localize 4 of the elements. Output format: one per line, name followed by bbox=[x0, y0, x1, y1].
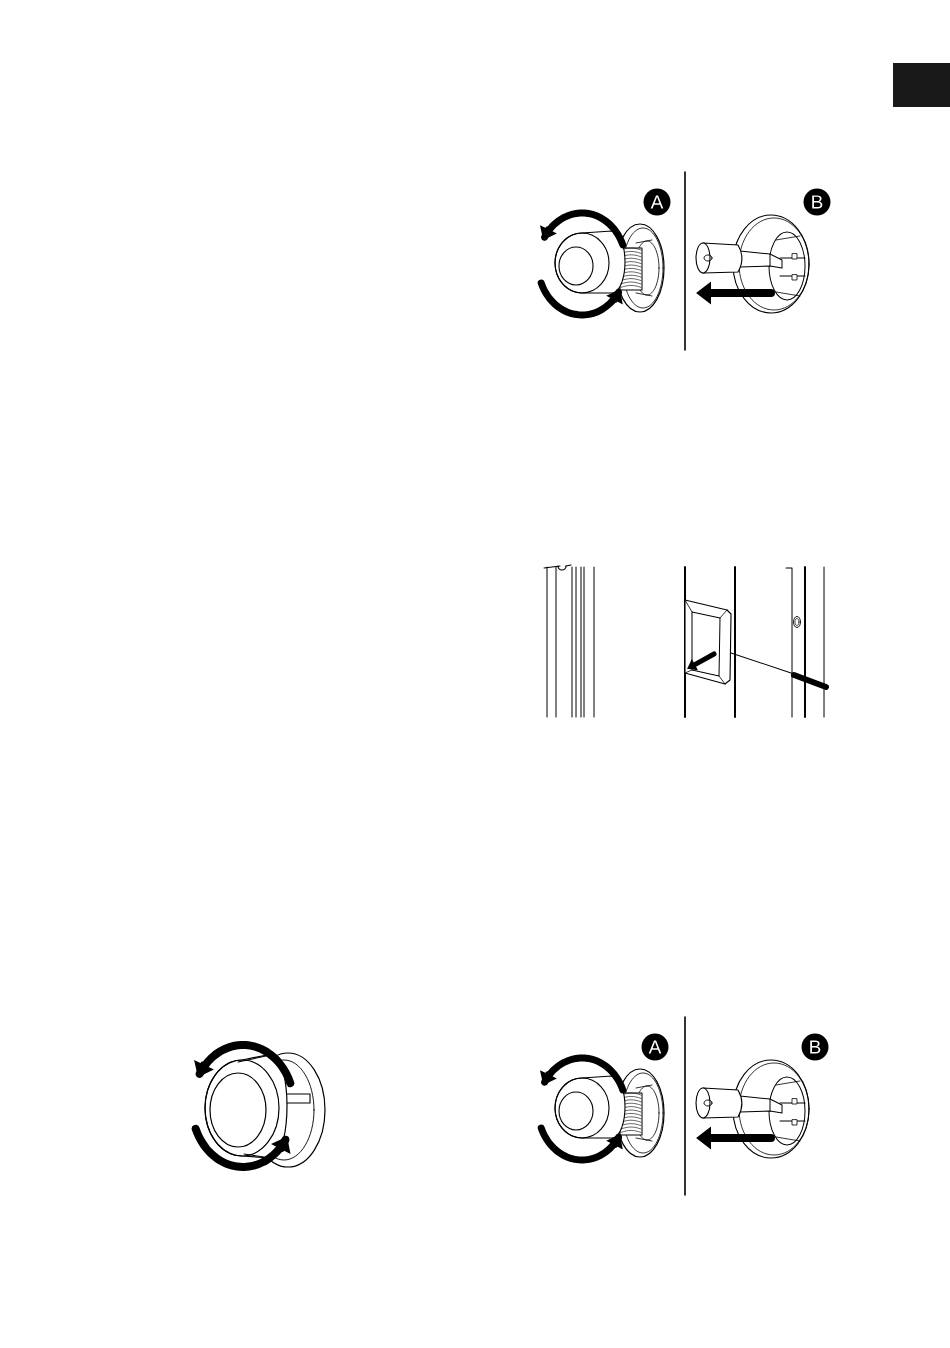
letter-badge: A bbox=[643, 188, 671, 216]
letter-badge: B bbox=[803, 188, 831, 216]
letter-badge: B bbox=[801, 1033, 829, 1061]
letter-badge: A bbox=[641, 1033, 669, 1061]
